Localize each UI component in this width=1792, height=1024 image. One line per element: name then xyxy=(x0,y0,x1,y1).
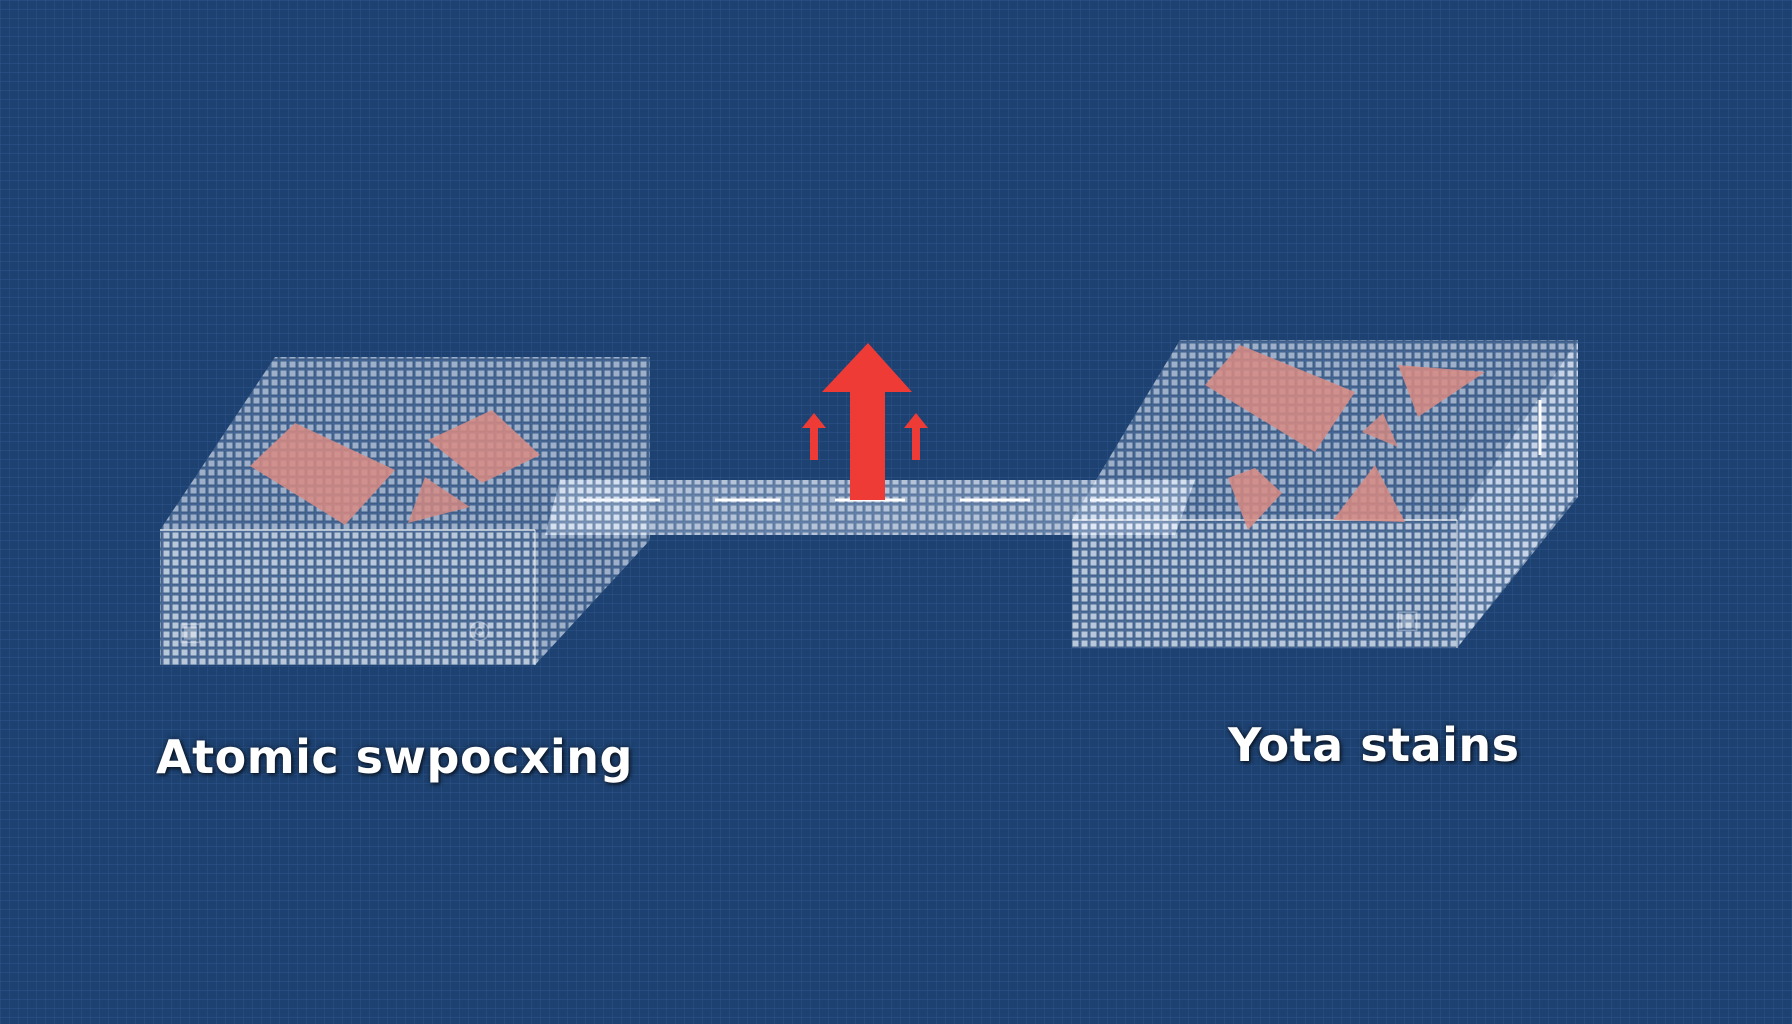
arrow-up-icon xyxy=(904,413,928,460)
left-block-top-face xyxy=(160,357,650,530)
arrow-up-icon xyxy=(822,343,912,500)
right-block-front-face xyxy=(1072,520,1457,648)
left-block-marking: ▣ xyxy=(178,617,203,647)
left-block-front-face xyxy=(160,530,535,665)
left-block: ▣ ◎ xyxy=(160,357,650,665)
left-shard xyxy=(428,410,540,483)
right-shard xyxy=(1362,413,1398,447)
left-shard xyxy=(250,423,395,525)
right-block-marking: ▣ xyxy=(1395,605,1420,635)
left-label: Atomic swрocxing xyxy=(156,730,633,784)
bridge-connector xyxy=(545,480,1195,535)
left-shard xyxy=(408,477,470,523)
right-block-side-face xyxy=(1457,340,1578,648)
right-block: ▣ xyxy=(1072,340,1578,648)
right-shard xyxy=(1333,465,1405,522)
left-block-marking: ◎ xyxy=(468,615,491,645)
right-label: Yota stains xyxy=(1228,718,1520,772)
right-shard xyxy=(1398,365,1485,417)
arrow-up-icon xyxy=(802,413,826,460)
right-shard xyxy=(1205,345,1355,452)
right-shard xyxy=(1228,468,1282,530)
left-block-side-face xyxy=(535,447,650,665)
